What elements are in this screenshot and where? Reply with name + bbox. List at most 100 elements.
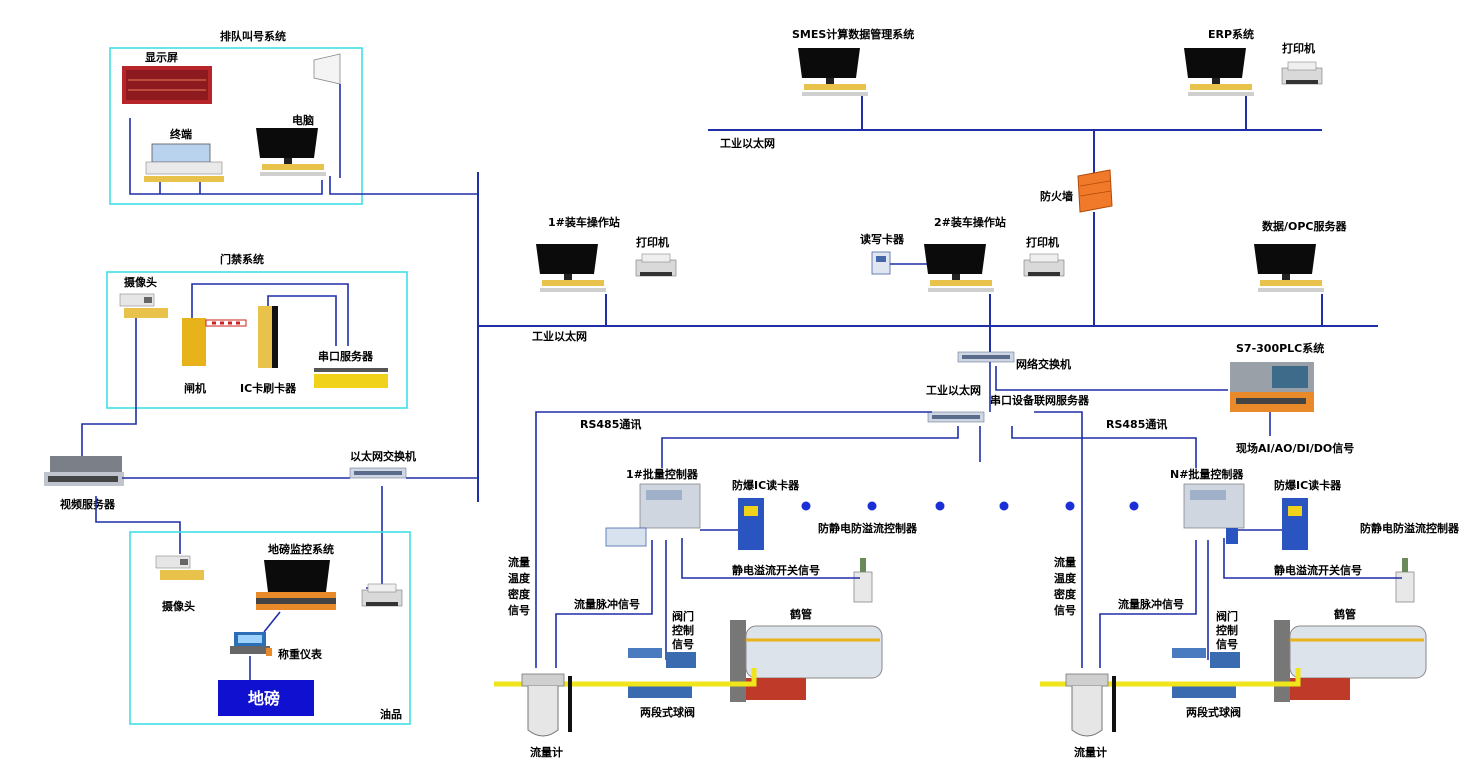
crane-1-icon bbox=[730, 620, 883, 702]
antistatic-1-icon bbox=[853, 558, 873, 603]
serial-device-server-label: 串口设备联网服务器 bbox=[990, 393, 1090, 407]
oil-product-label: 油品 bbox=[380, 707, 402, 721]
batch-ctrl-1-label: 1#批量控制器 bbox=[626, 467, 699, 481]
antistatic-n-icon bbox=[1395, 558, 1415, 603]
camera2-icon bbox=[155, 555, 205, 581]
static-switch-n-label: 静电溢流开关信号 bbox=[1274, 563, 1362, 577]
erp-title: ERP系统 bbox=[1208, 27, 1254, 41]
printer2-icon bbox=[1023, 253, 1065, 277]
crane-n-icon bbox=[1274, 620, 1427, 702]
flowmeter-n-icon bbox=[1065, 673, 1116, 737]
weighing-instrument-icon bbox=[230, 632, 272, 656]
svg-text:密度: 密度 bbox=[508, 587, 531, 601]
ethernet-switch-label: 以太网交换机 bbox=[350, 449, 416, 463]
printer2-label: 打印机 bbox=[1026, 235, 1059, 249]
station2-label: 2#装车操作站 bbox=[934, 215, 1006, 229]
ball-valve-n-label: 两段式球阀 bbox=[1186, 705, 1241, 719]
access-system-title: 门禁系统 bbox=[220, 252, 264, 266]
scale-monitor-icon bbox=[256, 560, 336, 610]
ball-valve-1-label: 两段式球阀 bbox=[640, 705, 695, 719]
flowmeter-1-label: 流量计 bbox=[530, 745, 563, 759]
pulse-n-label: 流量脉冲信号 bbox=[1118, 597, 1184, 611]
ball-valve-n-icon bbox=[1172, 648, 1240, 698]
flowmeter-n-label: 流量计 bbox=[1074, 745, 1107, 759]
gate-icon bbox=[182, 318, 247, 366]
serial-device-server-icon bbox=[927, 411, 985, 423]
plc-title: S7-300PLC系统 bbox=[1236, 341, 1324, 355]
card-reader-writer-label: 读写卡器 bbox=[860, 232, 905, 246]
station2-computer-icon bbox=[924, 244, 994, 292]
serial-server-label: 串口服务器 bbox=[318, 349, 374, 363]
ex-ic-reader-1-label: 防爆IC读卡器 bbox=[732, 478, 800, 492]
valve-ctrl-n-label: 阀门 控制 信号 bbox=[1216, 609, 1238, 651]
antistatic-1-label: 防静电防溢流控制器 bbox=[818, 521, 918, 535]
batch-ctrl-1-icon bbox=[605, 483, 701, 547]
erp-printer-icon bbox=[1281, 61, 1323, 85]
svg-text:流量: 流量 bbox=[508, 555, 530, 569]
crane-1-label: 鹤管 bbox=[790, 607, 812, 621]
flow-signal-n-label: 流量 温度 密度 信号 bbox=[1054, 555, 1077, 617]
weighbridge-label: 地磅 bbox=[248, 689, 280, 708]
erp-computer-icon bbox=[1184, 48, 1254, 96]
computer-label: 电脑 bbox=[292, 113, 314, 127]
batch-ctrl-n-label: N#批量控制器 bbox=[1170, 467, 1244, 481]
svg-text:信号: 信号 bbox=[508, 603, 530, 617]
display-screen-icon bbox=[122, 66, 212, 104]
camera-icon bbox=[119, 293, 169, 319]
svg-text:温度: 温度 bbox=[1054, 571, 1077, 585]
crane-n-label: 鹤管 bbox=[1334, 607, 1356, 621]
station1-computer-icon bbox=[536, 244, 606, 292]
terminal-label: 终端 bbox=[170, 127, 192, 141]
firewall-label: 防火墙 bbox=[1040, 189, 1073, 203]
ethernet-switch: 以太网交换机 bbox=[349, 449, 416, 479]
industrial-ethernet-top-label: 工业以太网 bbox=[720, 136, 775, 150]
network-switch-icon bbox=[957, 351, 1015, 363]
ex-ic-reader-1-icon bbox=[738, 498, 764, 550]
video-server: 视频服务器 bbox=[44, 456, 124, 511]
antistatic-n-label: 防静电防溢流控制器 bbox=[1360, 521, 1460, 535]
printer1-icon bbox=[635, 253, 677, 277]
ball-valve-1-icon bbox=[628, 648, 696, 698]
serial-server-icon bbox=[314, 368, 388, 388]
terminal-icon bbox=[144, 143, 224, 182]
printer1-label: 打印机 bbox=[636, 235, 669, 249]
svg-text:流量: 流量 bbox=[1054, 555, 1076, 569]
industrial-ethernet-small-label: 工业以太网 bbox=[926, 383, 981, 397]
flowmeter-1-icon bbox=[521, 673, 572, 737]
rs485-right-label: RS485通讯 bbox=[1106, 418, 1167, 431]
video-server-label: 视频服务器 bbox=[60, 497, 116, 511]
gate-label: 闸机 bbox=[184, 381, 206, 395]
access-system-box: 门禁系统 摄像头 闸机 IC卡刷卡器 串口服务器 bbox=[81, 252, 408, 456]
card-reader-writer-icon bbox=[871, 251, 891, 275]
svg-text:控制: 控制 bbox=[672, 623, 694, 637]
opc-server-icon bbox=[1254, 244, 1324, 292]
camera-label: 摄像头 bbox=[124, 275, 157, 289]
svg-text:信号: 信号 bbox=[672, 637, 694, 651]
svg-text:信号: 信号 bbox=[1054, 603, 1076, 617]
network-switch-label: 网络交换机 bbox=[1016, 357, 1071, 371]
display-screen-label: 显示屏 bbox=[145, 51, 178, 64]
svg-text:阀门: 阀门 bbox=[1216, 609, 1238, 623]
erp-printer-label: 打印机 bbox=[1282, 41, 1315, 55]
queue-system-box: 排队叫号系统 显示屏 终端 电脑 bbox=[109, 29, 478, 205]
firewall-icon bbox=[1077, 169, 1113, 213]
industrial-ethernet-mid-label: 工业以太网 bbox=[532, 329, 587, 343]
camera2-label: 摄像头 bbox=[162, 599, 195, 613]
station1-label: 1#装车操作站 bbox=[548, 215, 620, 229]
ex-ic-reader-n-icon bbox=[1282, 498, 1308, 550]
rs485-left-label: RS485通讯 bbox=[580, 418, 641, 431]
svg-text:阀门: 阀门 bbox=[672, 609, 694, 623]
ic-card-reader-icon bbox=[258, 306, 278, 368]
smes-title: SMES计算数据管理系统 bbox=[792, 27, 914, 41]
queue-system-title: 排队叫号系统 bbox=[220, 29, 286, 43]
scale-system-title: 地磅监控系统 bbox=[268, 542, 334, 556]
svg-text:密度: 密度 bbox=[1054, 587, 1077, 601]
computer-icon bbox=[256, 128, 326, 176]
pulse-1-label: 流量脉冲信号 bbox=[574, 597, 640, 611]
ex-ic-reader-n-label: 防爆IC读卡器 bbox=[1274, 478, 1342, 492]
weighbridge-block bbox=[218, 680, 314, 716]
static-switch-1-label: 静电溢流开关信号 bbox=[732, 563, 820, 577]
speaker-icon bbox=[313, 53, 341, 178]
flow-signal-1-label: 流量 温度 密度 信号 bbox=[508, 555, 531, 617]
